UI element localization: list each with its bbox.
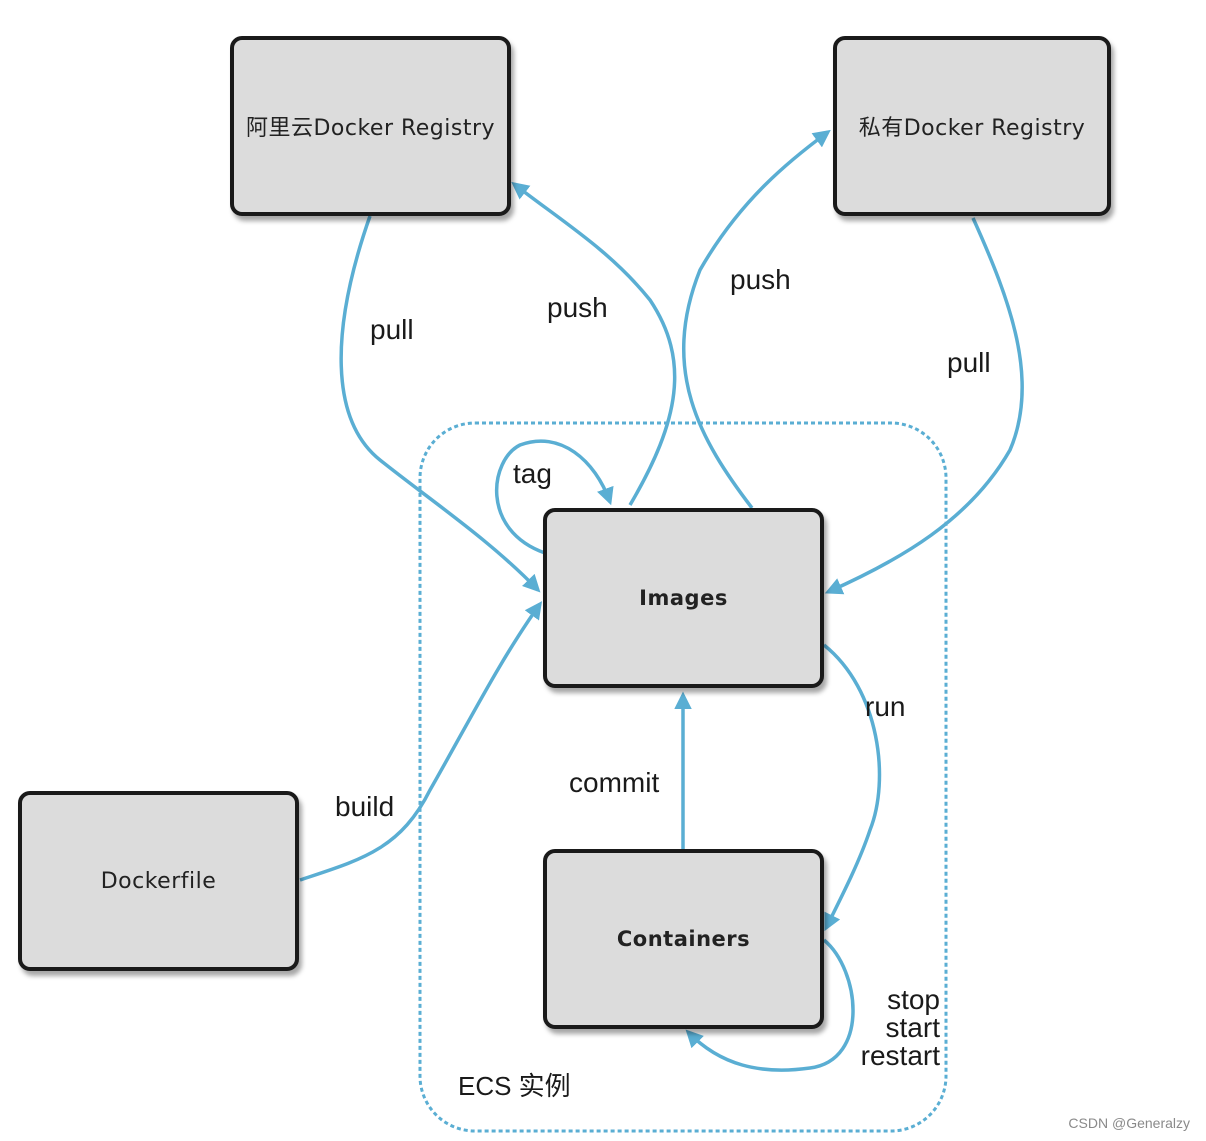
private-docker-registry-label: 私有Docker Registry (858, 116, 1086, 141)
private-docker-registry-node: 私有Docker Registry (833, 36, 1111, 216)
edge-push-aliyun (511, 181, 677, 506)
edge-label-pull-private: pull (947, 347, 991, 378)
dockerfile-label: Dockerfile (100, 868, 217, 894)
edge-label-start: start (885, 1012, 940, 1043)
aliyun-docker-registry-node: 阿里云Docker Registry (230, 36, 511, 216)
aliyun-docker-registry-label: 阿里云Docker Registry (245, 116, 496, 141)
edge-build (299, 601, 543, 882)
edge-run (822, 643, 882, 932)
dockerfile-node: Dockerfile (18, 791, 299, 971)
containers-node: Containers (543, 849, 824, 1029)
edge-label-pull-aliyun: pull (370, 314, 414, 345)
watermark: CSDN @Generalzy (1068, 1115, 1190, 1131)
edge-label-stop: stop (887, 984, 940, 1015)
edge-tag-loop (495, 439, 614, 555)
edge-label-build: build (335, 791, 395, 822)
edge-pull-private (824, 217, 1024, 595)
images-label: Images (639, 586, 728, 610)
edge-label-tag: tag (513, 458, 552, 489)
edge-label-push-private: push (730, 264, 791, 295)
edge-pull-aliyun (339, 215, 541, 593)
ecs-group-label: ECS 实例 (458, 1071, 571, 1101)
edge-label-commit: commit (569, 767, 660, 798)
ecs-group-boundary (418, 421, 948, 1133)
edge-label-run: run (865, 691, 906, 722)
containers-label: Containers (616, 927, 751, 951)
edge-label-lifecycle: stop start restart (850, 986, 940, 1070)
edge-lifecycle-loop (685, 938, 855, 1072)
edge-label-restart: restart (860, 1040, 940, 1071)
edge-push-private (681, 129, 831, 510)
edge-label-push-aliyun: push (547, 292, 608, 323)
images-node: Images (543, 508, 824, 688)
